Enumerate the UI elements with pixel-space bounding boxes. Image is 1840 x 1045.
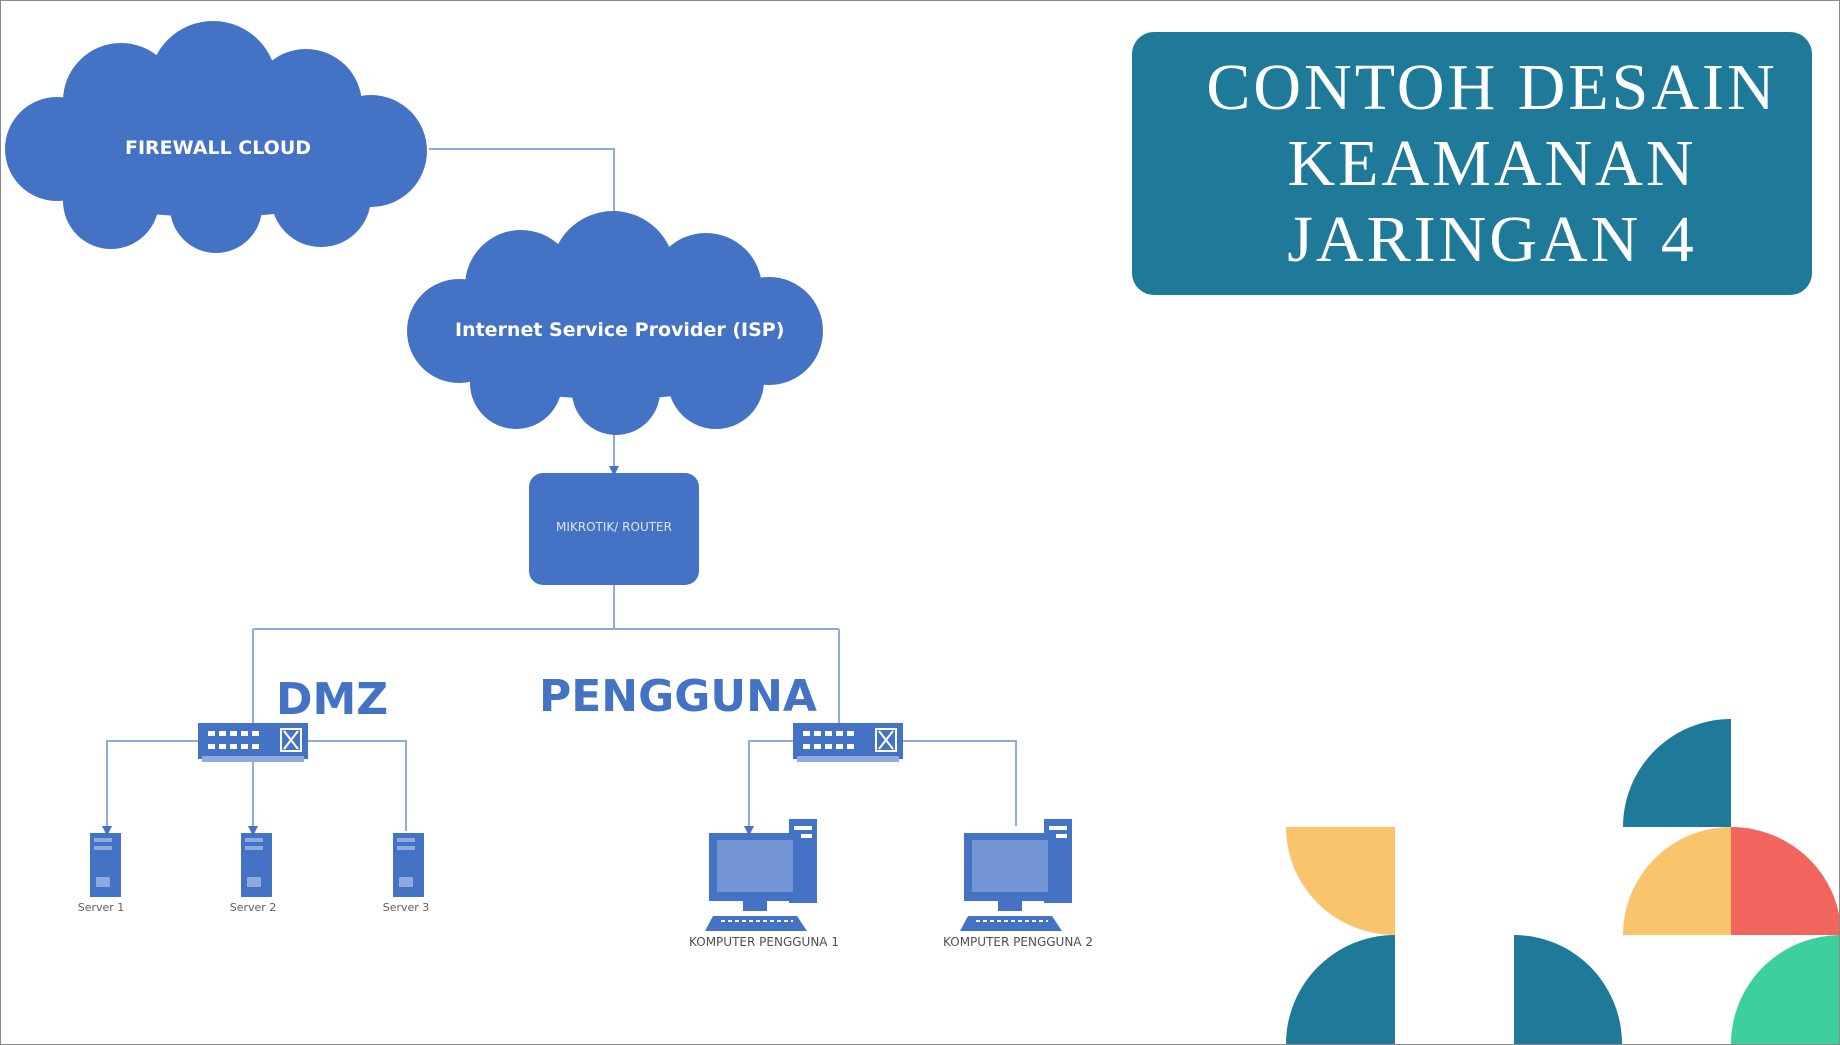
computer-2-icon: [960, 819, 1072, 931]
server-1-label: Server 1: [77, 901, 125, 914]
computer-1-label: KOMPUTER PENGGUNA 1: [689, 935, 839, 949]
deco-teal-top: [1623, 719, 1731, 827]
deco-teal-bottom-mid: [1514, 935, 1622, 1044]
server-2-icon: [241, 833, 272, 897]
server-3-label: Server 3: [382, 901, 430, 914]
server-3-icon: [393, 833, 424, 897]
zone-dmz-label: DMZ: [276, 674, 389, 725]
slide-title: CONTOH DESAIN KEAMANAN JARINGAN 4: [1206, 50, 1778, 276]
connector-dmz-server1: [102, 740, 198, 836]
server-2-label: Server 2: [229, 901, 277, 914]
connector-firewall-isp: [429, 148, 619, 246]
decorative-shapes: [1286, 719, 1839, 1044]
router-node: [529, 473, 699, 585]
isp-cloud-label: Internet Service Provider (ISP): [455, 319, 785, 341]
firewall-cloud-icon: [5, 21, 427, 253]
deco-yellow-left: [1286, 827, 1395, 935]
zone-pengguna-label: PENGGUNA: [539, 671, 817, 722]
server-1-icon: [90, 833, 121, 897]
router-label: MIKROTIK/ ROUTER: [556, 520, 672, 534]
dmz-switch-icon: [198, 723, 308, 762]
connector-user-pc2: [903, 740, 1017, 826]
deco-yellow-right: [1623, 827, 1731, 935]
connectors: [102, 148, 1017, 836]
title-box: CONTOH DESAIN KEAMANAN JARINGAN 4: [1132, 32, 1812, 295]
deco-coral: [1731, 827, 1839, 935]
isp-cloud-icon: [407, 211, 823, 435]
user-switch-icon: [793, 723, 903, 762]
firewall-cloud-label: FIREWALL CLOUD: [125, 137, 312, 159]
connector-user-pc1: [744, 740, 793, 836]
deco-green: [1731, 935, 1839, 1044]
computer-1-icon: [705, 819, 817, 931]
computer-2-label: KOMPUTER PENGGUNA 2: [943, 935, 1093, 949]
connector-dmz-server3: [308, 740, 407, 831]
deco-teal-bottom-left: [1286, 935, 1395, 1044]
